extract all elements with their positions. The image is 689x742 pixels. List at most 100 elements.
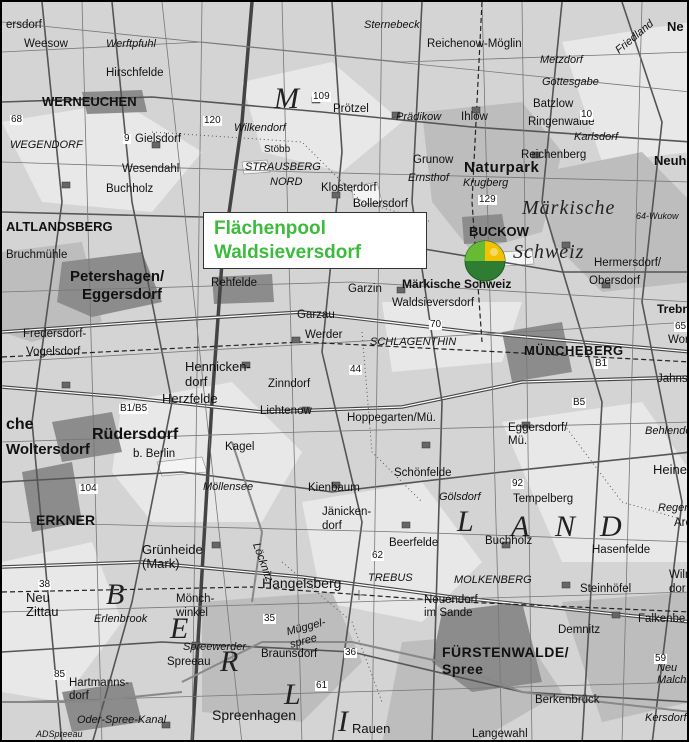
place-label: Eggersdorf/ Mü. — [508, 422, 568, 447]
rivers — [2, 441, 687, 713]
road-number: 129 — [478, 194, 497, 205]
place-label: Beerfelde — [389, 537, 439, 549]
place-label: Woltersdorf — [6, 441, 90, 458]
road-number: 68 — [10, 114, 24, 125]
place-label: Ne — [667, 19, 684, 34]
place-label: Hartmanns- dorf — [69, 677, 130, 702]
place-label: Spreenhagen — [212, 707, 297, 723]
region-letter-li: L — [284, 678, 311, 711]
place-label: Hermersdorf/ — [594, 257, 662, 269]
place-label: Ernsthof — [408, 172, 449, 184]
place-label: Weesow — [24, 38, 68, 50]
place-label: SCHLAGENTHIN — [370, 336, 457, 348]
region-letter-a: A — [511, 510, 540, 543]
place-label: Waldsieversdorf — [392, 297, 475, 309]
place-label: Vogelsdorf — [26, 346, 81, 358]
road-number: 35 — [263, 613, 277, 624]
place-label: TREBUS — [368, 572, 413, 584]
crosshair — [354, 590, 364, 600]
flaechenpool-label-box: Flächenpool Waldsieversdorf — [203, 212, 427, 269]
place-label: Klosterdorf — [321, 182, 377, 194]
place-label: Bruchmühle — [6, 249, 68, 261]
place-label: Trebni — [657, 302, 689, 316]
place-label: Neu Malch — [657, 662, 687, 686]
place-label: Reichenberg — [521, 149, 587, 161]
place-label: Behlendorf — [645, 425, 687, 437]
region-letter-l: L — [457, 505, 484, 538]
place-label: Steinhöfel — [580, 583, 632, 595]
place-label: STRAUSBERG — [245, 161, 321, 173]
place-label: Batzlow — [533, 98, 574, 110]
region-letter-n: N — [555, 510, 586, 543]
settlement-markers — [61, 96, 621, 729]
place-label: Karlsdorf — [574, 131, 619, 143]
road-number: 109 — [312, 91, 331, 102]
place-label: Sternebeck — [364, 19, 420, 31]
place-label: Neuh — [654, 153, 687, 168]
place-label: Bollersdorf — [353, 198, 408, 210]
place-label: Heiner — [653, 462, 689, 477]
road-number: 62 — [371, 550, 385, 561]
region-letter-b: B — [106, 578, 135, 611]
place-label: Ihlow — [461, 111, 488, 123]
road-number: 65 — [674, 321, 687, 332]
place-label: Gölsdorf — [439, 491, 481, 503]
light-terrain-patches — [2, 22, 687, 702]
place-label: Petershagen/ — [70, 268, 165, 285]
road-number: B5 — [572, 397, 587, 408]
place-label: Spreeau — [167, 656, 211, 668]
place-label: Wor — [668, 334, 689, 346]
road-number: B1 — [594, 358, 609, 369]
place-label: Braunsdorf — [261, 648, 318, 660]
place-label: Demnitz — [558, 624, 601, 636]
place-label: Are — [674, 517, 687, 529]
pool-location-marker-icon[interactable] — [464, 240, 506, 282]
road-number: 36 — [344, 647, 358, 658]
region-letter-i: I — [338, 705, 358, 738]
place-label: che — [6, 416, 34, 433]
place-label: Spreewerder — [183, 641, 246, 653]
place-label: Berkenbrück — [535, 694, 600, 706]
place-label: Prädikow — [396, 111, 442, 123]
place-label: Hennicken- dorf — [185, 359, 251, 389]
place-label: Grunow — [413, 154, 454, 166]
place-label: Hoppegarten/Mü. — [347, 412, 436, 424]
place-label: Tempelberg — [513, 493, 574, 505]
place-label: Falkenbe — [638, 613, 686, 625]
region-letter-d: D — [600, 510, 632, 543]
place-label: Buchholz — [106, 183, 154, 195]
place-label: WERNEUCHEN — [42, 94, 137, 109]
road-number: 9 — [123, 133, 131, 144]
place-label: BUCKOW — [469, 224, 529, 239]
place-label: Zinndorf — [268, 378, 311, 390]
place-label: Stöbb — [264, 144, 291, 155]
place-label: ersdorf — [6, 19, 42, 31]
place-label: Garzin — [348, 283, 382, 295]
place-label: Hirschfelde — [106, 67, 164, 79]
place-label: Schönfelde — [394, 467, 452, 479]
place-label: Wesendahl — [122, 163, 180, 175]
region-letter-e: E — [170, 612, 199, 645]
place-label: Jahnsf — [657, 373, 689, 385]
place-label: Erlenbrook — [94, 613, 148, 625]
marker-quadrant-light — [465, 241, 485, 261]
place-label: Langewahl — [472, 728, 528, 740]
road-number: 10 — [580, 109, 594, 120]
place-label: Herzfelde — [162, 391, 218, 406]
place-label: Naturpark — [464, 159, 540, 176]
place-label: Lichtenow — [260, 405, 312, 417]
place-label: MÜNCHEBERG — [524, 343, 624, 358]
place-label: FÜRSTENWALDE/ Spree — [442, 644, 570, 677]
place-label: Krugberg — [463, 177, 509, 189]
place-label: Neuendorf im Sande — [424, 594, 478, 619]
region-letter-r: R — [220, 645, 249, 678]
place-label: 64-Wukow — [636, 211, 679, 221]
place-label: Oder-Spree-Kanal — [77, 714, 167, 726]
place-label: Reichenow-Möglin — [427, 38, 522, 50]
place-label: ALTLANDSBERG — [6, 219, 113, 234]
place-label: Metzdorf — [540, 54, 583, 66]
place-label: NORD — [270, 176, 303, 188]
